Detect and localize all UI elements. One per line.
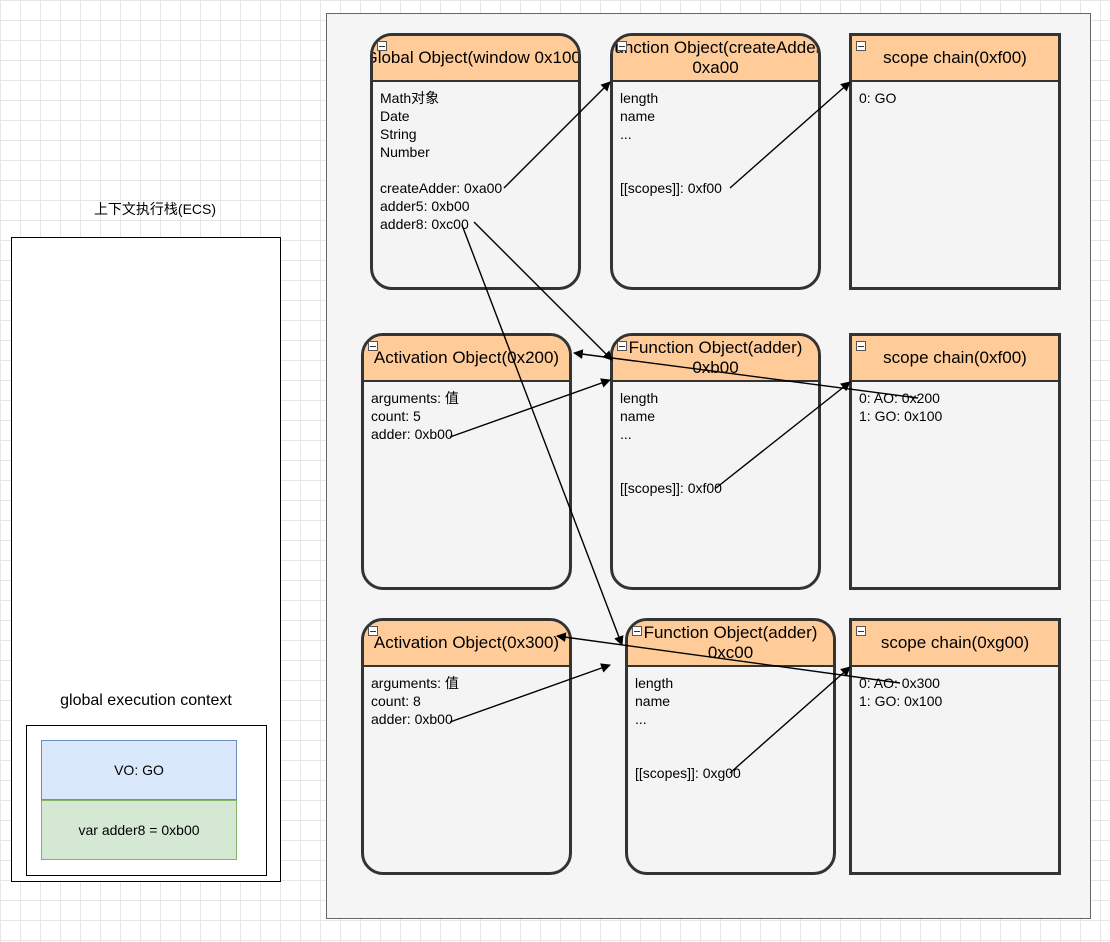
node-title: Function Object(createAdder) 0xa00 <box>613 36 818 82</box>
vo-cell: VO: GO <box>41 740 237 800</box>
collapse-icon[interactable] <box>617 41 627 51</box>
collapse-icon[interactable] <box>377 41 387 51</box>
node-body: 0: AO: 0x300 1: GO: 0x100 <box>859 675 943 709</box>
node-body: 0: AO: 0x200 1: GO: 0x100 <box>859 390 943 424</box>
scope-chain-f00-b-node[interactable]: scope chain(0xf00) 0: AO: 0x200 1: GO: 0… <box>849 333 1061 590</box>
gec-label: global execution context <box>60 692 232 709</box>
node-title: Function Object(adder) 0xb00 <box>613 336 818 382</box>
collapse-icon[interactable] <box>368 626 378 636</box>
collapse-icon[interactable] <box>856 341 866 351</box>
collapse-icon[interactable] <box>617 341 627 351</box>
node-body: length name ... [[scopes]]: 0xf00 <box>620 390 722 496</box>
scope-chain-g00-node[interactable]: scope chain(0xg00) 0: AO: 0x300 1: GO: 0… <box>849 618 1061 875</box>
function-object-adder-b00-node[interactable]: Function Object(adder) 0xb00 length name… <box>610 333 821 590</box>
node-title: scope chain(0xg00) <box>852 621 1058 667</box>
node-body: length name ... [[scopes]]: 0xf00 <box>620 90 722 196</box>
ecs-title: 上下文执行栈(ECS) <box>93 201 217 217</box>
node-body: length name ... [[scopes]]: 0xg00 <box>635 675 741 781</box>
node-title: scope chain(0xf00) <box>852 36 1058 82</box>
node-title: Activation Object(0x300) <box>364 621 569 667</box>
node-title: Global Object(window 0x100) <box>373 36 578 82</box>
function-object-createadder-node[interactable]: Function Object(createAdder) 0xa00 lengt… <box>610 33 821 290</box>
var-cell: var adder8 = 0xb00 <box>41 800 237 860</box>
collapse-icon[interactable] <box>632 626 642 636</box>
node-title: Function Object(adder) 0xc00 <box>628 621 833 667</box>
node-title: scope chain(0xf00) <box>852 336 1058 382</box>
activation-object-300-node[interactable]: Activation Object(0x300) arguments: 值 co… <box>361 618 572 875</box>
scope-chain-f00-node[interactable]: scope chain(0xf00) 0: GO <box>849 33 1061 290</box>
collapse-icon[interactable] <box>856 41 866 51</box>
node-body: arguments: 值 count: 5 adder: 0xb00 <box>371 390 459 442</box>
global-object-node[interactable]: Global Object(window 0x100) Math对象 Date … <box>370 33 581 290</box>
node-title: Activation Object(0x200) <box>364 336 569 382</box>
function-object-adder-c00-node[interactable]: Function Object(adder) 0xc00 length name… <box>625 618 836 875</box>
node-body: Math对象 Date String Number createAdder: 0… <box>380 90 503 232</box>
node-body: arguments: 值 count: 8 adder: 0xb00 <box>371 675 459 727</box>
activation-object-200-node[interactable]: Activation Object(0x200) arguments: 值 co… <box>361 333 572 590</box>
node-body: 0: GO <box>859 90 897 106</box>
collapse-icon[interactable] <box>856 626 866 636</box>
collapse-icon[interactable] <box>368 341 378 351</box>
